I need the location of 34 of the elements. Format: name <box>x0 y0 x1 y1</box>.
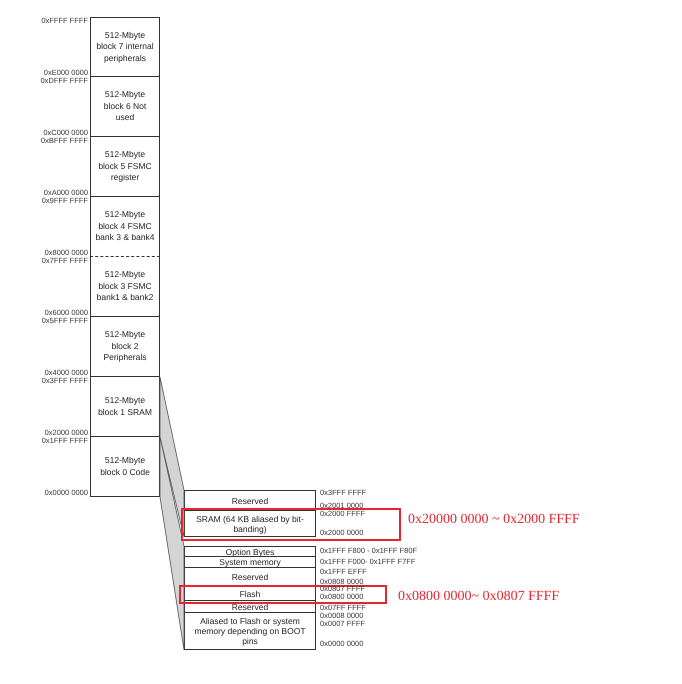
address-range-note: 0x0800 0000~ 0x0807 FFFF <box>398 588 560 604</box>
region-label: SRAM (64 KB aliased by bit-banding) <box>195 514 305 534</box>
memory-block <box>90 257 160 317</box>
region-label: 512-Mbyte block 4 FSMC bank 3 & bank4 <box>94 209 156 244</box>
memory-region <box>184 546 316 557</box>
region-label: 512-Mbyte block 5 FSMC register <box>97 149 153 184</box>
region-label: System memory <box>218 557 282 567</box>
memory-region <box>184 557 316 568</box>
region-label: Aliased to Flash or system memory depending on BOOT pins <box>193 616 307 646</box>
region-label: 512-Mbyte block 2 Peripherals <box>102 329 148 364</box>
zoom-projection <box>160 376 184 538</box>
zoom-projection <box>160 436 184 650</box>
region-label: Reserved <box>230 496 270 506</box>
memory-region <box>184 587 316 601</box>
region-label: Reserved <box>230 602 270 612</box>
memory-block <box>90 377 160 437</box>
region-label: Reserved <box>230 572 270 582</box>
memory-region <box>184 511 316 537</box>
memory-block <box>90 77 160 137</box>
memory-block <box>90 17 160 77</box>
memory-block <box>90 197 160 257</box>
memory-block <box>90 137 160 197</box>
memory-region <box>184 613 316 650</box>
memory-region <box>184 490 316 511</box>
memory-block <box>90 317 160 377</box>
region-label: Option Bytes <box>224 546 276 556</box>
region-label: 512-Mbyte block 0 Code <box>99 455 151 478</box>
region-label: 512-Mbyte block 6 Not used <box>102 89 148 124</box>
region-label: 512-Mbyte block 1 SRAM <box>97 395 153 418</box>
memory-block <box>90 437 160 497</box>
region-label: 512-Mbyte block 7 internal peripherals <box>95 30 155 64</box>
region-label: 512-Mbyte block 3 FSMC bank1 & bank2 <box>96 269 154 304</box>
address-range-note: 0x20000 0000 ~ 0x2000 FFFF <box>408 512 580 526</box>
region-label: Flash <box>238 588 262 598</box>
